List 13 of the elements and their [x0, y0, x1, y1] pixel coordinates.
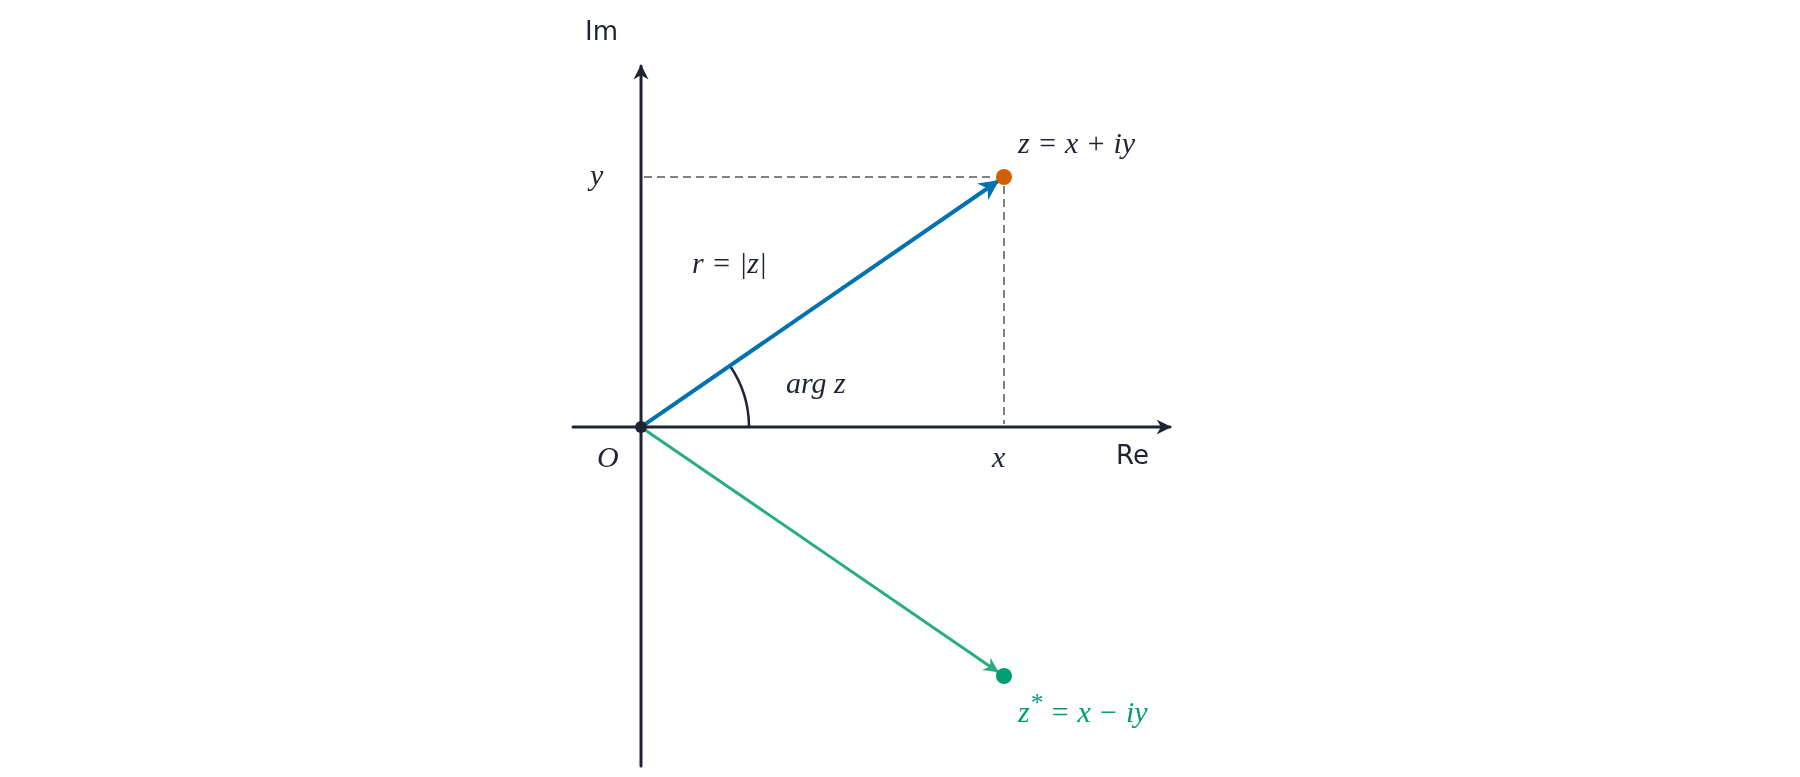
- axis-label: Im: [585, 18, 618, 44]
- origin-label: O: [597, 442, 619, 472]
- arrow: [643, 179, 1000, 426]
- complex-point: [996, 169, 1012, 185]
- angle-label: arg z: [786, 368, 846, 398]
- axis-label: Re: [1116, 442, 1149, 468]
- arrow: [644, 428, 999, 673]
- conjugate-point: [996, 668, 1012, 684]
- modulus-label: r = |z|: [692, 248, 768, 278]
- point-label: z = x + iy: [1018, 128, 1136, 158]
- axis-value-label: x: [992, 442, 1006, 472]
- origin-point: [635, 421, 647, 433]
- point-label: z$^{*}$ = x − iy: [1018, 690, 1148, 727]
